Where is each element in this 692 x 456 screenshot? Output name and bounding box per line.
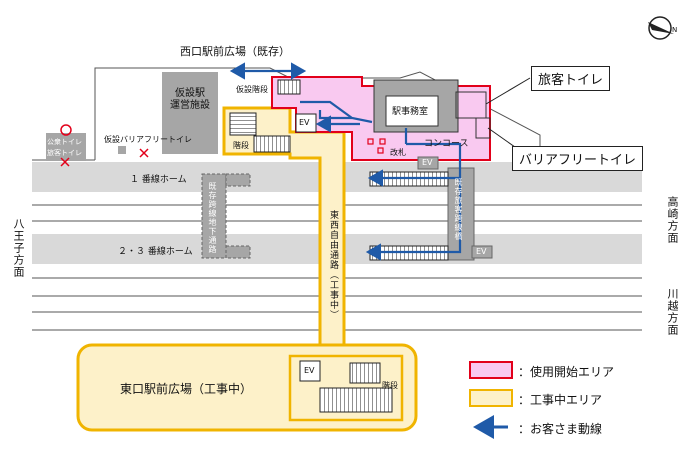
public-toilet-ok-mark	[60, 124, 72, 136]
free-passage-label: 東西自由通路（工事中）	[328, 210, 338, 320]
ticket-gate-marks	[367, 138, 386, 154]
stairs-upper-label: 階段	[233, 141, 249, 150]
stairs-upper-left	[229, 112, 257, 136]
east-plaza-label: 東口駅前広場（工事中）	[120, 382, 253, 396]
station-office-label: 駅事務室	[392, 107, 429, 117]
ev-right-lower	[471, 245, 493, 259]
barrierfree-x-mark	[139, 148, 149, 158]
ev-east	[299, 360, 321, 382]
station-office-inner	[385, 95, 439, 127]
ev-mid-label: EV	[422, 158, 433, 167]
tourist-toilet-small-label: 旅客トイレ	[47, 149, 82, 157]
stairs-east-top	[349, 362, 381, 384]
temp-stairs-label: 仮設階段	[236, 85, 268, 94]
temp-station-building	[162, 72, 218, 154]
existing-underpass-left	[201, 173, 227, 259]
callout-line-toilet	[485, 77, 531, 105]
temp-barrierfree-label: 仮設バリアフリートイレ	[104, 135, 192, 144]
ev-top-label: EV	[299, 118, 310, 127]
existing-bridge-label: 既存旅客跨線橋	[454, 178, 463, 241]
callout-barrierfree: バリアフリートイレ	[512, 146, 644, 171]
north-label: N	[672, 26, 678, 34]
temp-station-building-label: 仮設駅 運営施設	[170, 88, 210, 111]
stairs-east-bottom	[319, 387, 393, 413]
existing-underpass-label: 既存跨線地下通路	[208, 182, 217, 254]
platform-23-label: ２・３ 番線ホーム	[118, 247, 193, 257]
toilet-room	[455, 91, 487, 119]
stairs-temp-top	[277, 79, 301, 95]
public-toilet-building	[46, 133, 86, 161]
direction-takasaki: 高崎方面	[666, 196, 679, 244]
ticket-gate-label: 改札	[390, 148, 406, 157]
barrierfree-room	[475, 117, 491, 139]
direction-kawagoe: 川越方面	[666, 288, 679, 336]
legend-swatch-construction	[469, 389, 513, 407]
callout-toilet: 旅客トイレ	[531, 66, 611, 91]
legend-swatch-new	[469, 361, 513, 379]
temp-barrierfree-toilet-box	[118, 146, 126, 154]
public-toilet-x-mark	[60, 157, 70, 167]
west-plaza-label: 西口駅前広場（既存）	[180, 45, 290, 58]
concourse-label: コンコース	[424, 139, 469, 149]
ev-east-label: EV	[304, 366, 315, 375]
customer-flow	[229, 62, 462, 261]
underpass-stair-top	[225, 173, 251, 187]
direction-hachioji: 八王子方面	[12, 218, 25, 278]
north-arrow-icon	[648, 16, 674, 40]
ev-mid	[417, 156, 439, 170]
legend-construction-label: ：工事中エリア	[518, 393, 603, 407]
underpass-stair-bottom	[225, 245, 251, 259]
legend-new-label: ：使用開始エリア	[518, 365, 615, 379]
legend-flow-label: ：お客さま動線	[518, 422, 603, 436]
public-toilet-label: 公衆トイレ	[47, 138, 82, 146]
ev-right-label: EV	[476, 247, 487, 256]
stairs-east-label: 階段	[382, 381, 398, 390]
platform-1-label: １ 番線ホーム	[130, 175, 187, 185]
stairs-upper-mid	[253, 135, 291, 153]
